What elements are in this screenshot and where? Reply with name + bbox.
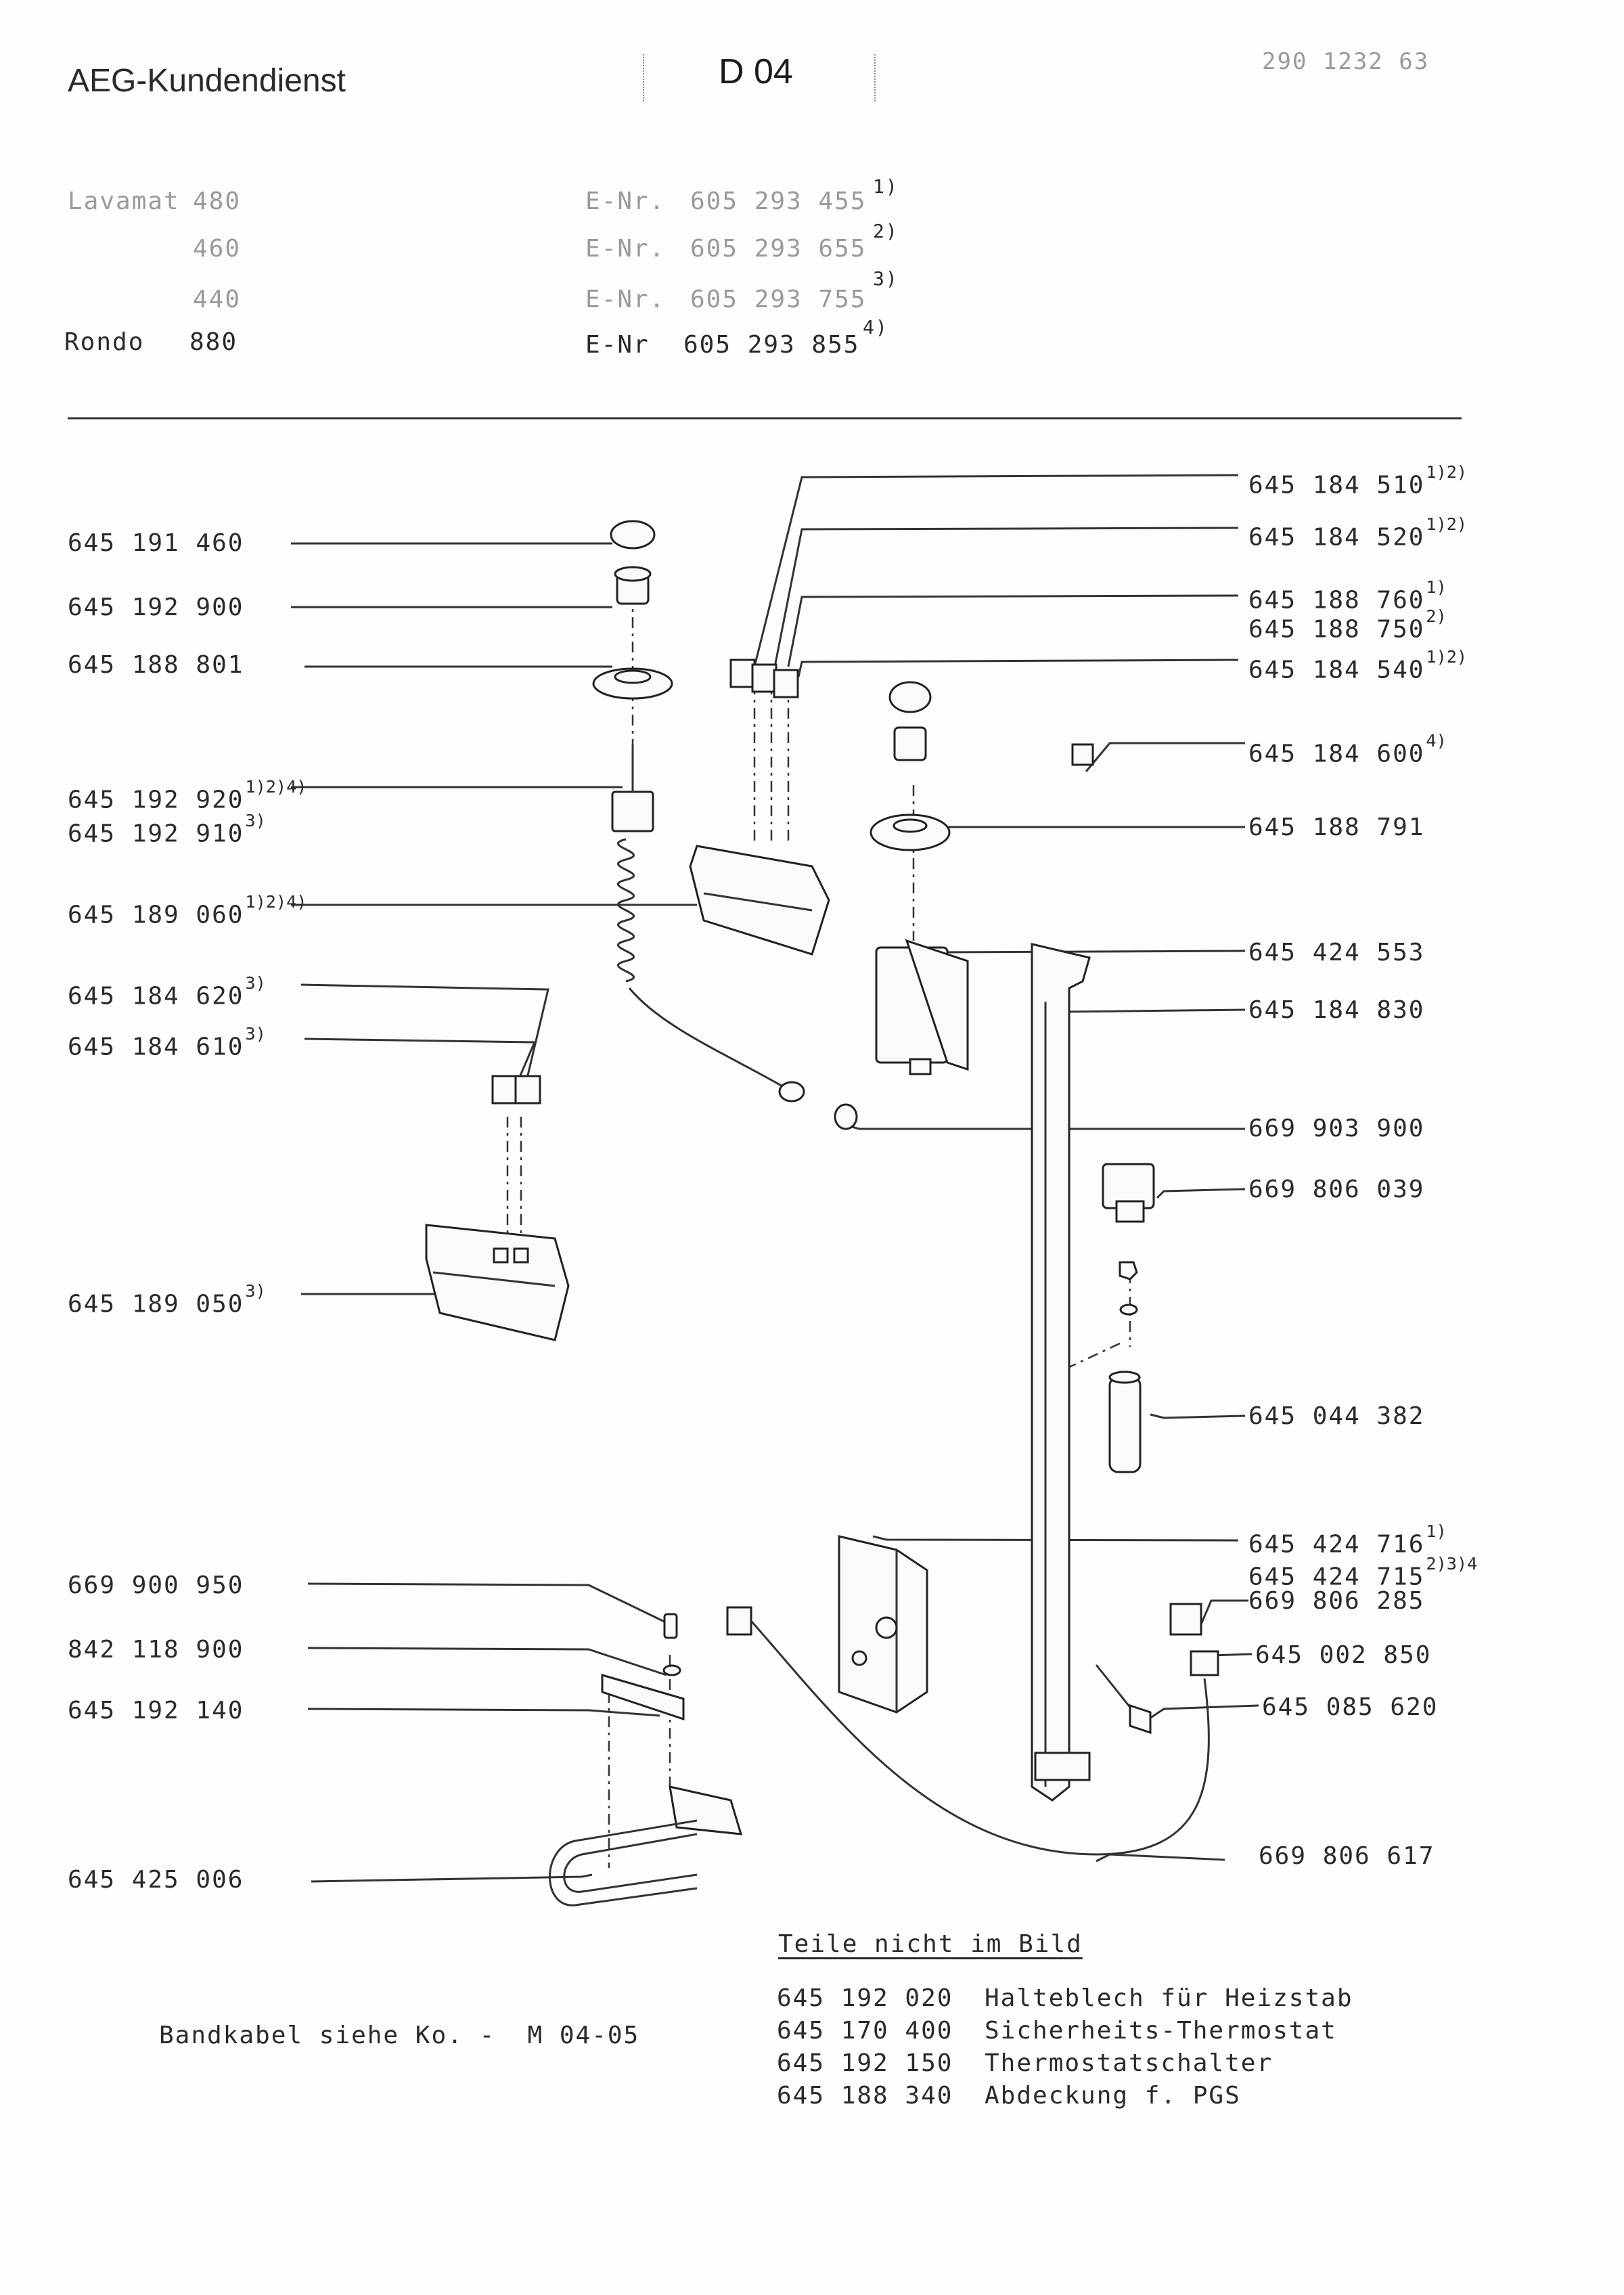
not-pictured-part: 645 170 400: [777, 2017, 953, 2045]
enr-number: 605 293 855: [683, 331, 860, 359]
timer-assembly: [870, 681, 1094, 1075]
part-label: 645 184 6004): [1248, 731, 1447, 768]
enr-note: 2): [873, 220, 899, 242]
pressure-switch-module: [838, 1535, 928, 1714]
part-label: 645 188 791: [1248, 814, 1425, 841]
part-label: 645 188 7601): [1248, 577, 1447, 615]
model-name: Lavamat: [68, 187, 180, 215]
enr-label: E-Nr.: [585, 235, 666, 263]
not-pictured-title: Teile nicht im Bild: [778, 1930, 1083, 1958]
enr-label: E-Nr: [585, 331, 650, 359]
part-label: 645 184 5101)2): [1248, 462, 1468, 499]
part-label: 645 192 9201)2)4): [68, 777, 307, 814]
enr-number: 605 293 755: [690, 286, 867, 313]
part-label: 645 189 0601)2)4): [68, 892, 307, 929]
relay-and-capacitor: [1102, 1163, 1155, 1473]
sheet-code: D 04: [719, 52, 793, 91]
enr-label: E-Nr.: [585, 286, 666, 313]
cable-assembly: [726, 1603, 1219, 1856]
part-label: 645 424 7152)3)4: [1248, 1554, 1478, 1591]
model-number: 880: [189, 328, 238, 356]
not-pictured-part: 645 192 020: [777, 1984, 953, 2012]
part-label: 645 424 553: [1248, 939, 1425, 966]
part-label: 645 189 0503): [68, 1281, 266, 1318]
not-pictured-desc: Abdeckung f. PGS: [985, 2082, 1241, 2110]
switch-block-upper: [689, 659, 830, 956]
model-number: 480: [193, 187, 242, 215]
model-number: 440: [193, 286, 242, 313]
not-pictured-desc: Halteblech für Heizstab: [985, 1984, 1353, 2012]
model-name: Rondo: [64, 328, 145, 356]
part-label: 645 425 006: [68, 1866, 244, 1894]
part-label: 669 806 617: [1259, 1842, 1435, 1870]
header-code-box: D 04: [643, 54, 876, 102]
vertical-bracket: [1031, 943, 1091, 1802]
part-label: 669 903 900: [1248, 1115, 1425, 1142]
switch-block-lower: [425, 1075, 570, 1341]
part-label: 645 188 801: [68, 651, 244, 679]
part-label: 669 806 039: [1248, 1176, 1425, 1203]
part-label: 645 192 140: [68, 1697, 244, 1724]
right-leader-lines: [753, 474, 1259, 1863]
part-label: 645 184 5401)2): [1248, 647, 1468, 684]
not-pictured-desc: Thermostatschalter: [985, 2049, 1273, 2077]
part-label: 842 118 900: [68, 1636, 244, 1664]
enr-note: 3): [873, 267, 899, 290]
part-label: 645 184 5201)2): [1248, 514, 1468, 552]
part-label: 645 192 9103): [68, 811, 266, 848]
model-number: 460: [193, 235, 242, 263]
part-label: 669 806 285: [1248, 1587, 1425, 1615]
brand-title: AEG-Kundendienst: [68, 63, 346, 99]
left-leader-lines: [291, 542, 697, 1883]
not-pictured-part: 645 188 340: [777, 2082, 953, 2110]
enr-note: 1): [873, 175, 899, 198]
enr-number: 605 293 455: [690, 187, 867, 215]
washers: [778, 1081, 858, 1130]
enr-label: E-Nr.: [585, 187, 666, 215]
thermostat-knob-assembly: [592, 520, 789, 1091]
heater-assembly: [549, 1613, 743, 1907]
enr-number: 605 293 655: [690, 235, 867, 263]
part-label: 645 184 6103): [68, 1024, 266, 1061]
footnote-cable-reference: Bandkabel siehe Ko. - M 04-05: [159, 2022, 640, 2049]
not-pictured-part: 645 192 150: [777, 2049, 953, 2077]
part-label: 645 188 7502): [1248, 606, 1447, 644]
part-label: 645 002 850: [1255, 1641, 1432, 1669]
document-number: 290 1232 63: [1262, 48, 1430, 75]
not-pictured-desc: Sicherheits-Thermostat: [985, 2017, 1337, 2045]
part-label: 669 900 950: [68, 1572, 244, 1599]
part-label: 645 192 900: [68, 594, 244, 621]
part-label: 645 184 6203): [68, 973, 266, 1010]
part-label: 645 044 382: [1248, 1402, 1425, 1430]
part-label: 645 184 830: [1248, 996, 1425, 1024]
part-label: 645 085 620: [1262, 1693, 1439, 1721]
part-label: 645 191 460: [68, 529, 244, 557]
part-label: 645 424 7161): [1248, 1521, 1447, 1559]
enr-note: 4): [863, 316, 888, 338]
